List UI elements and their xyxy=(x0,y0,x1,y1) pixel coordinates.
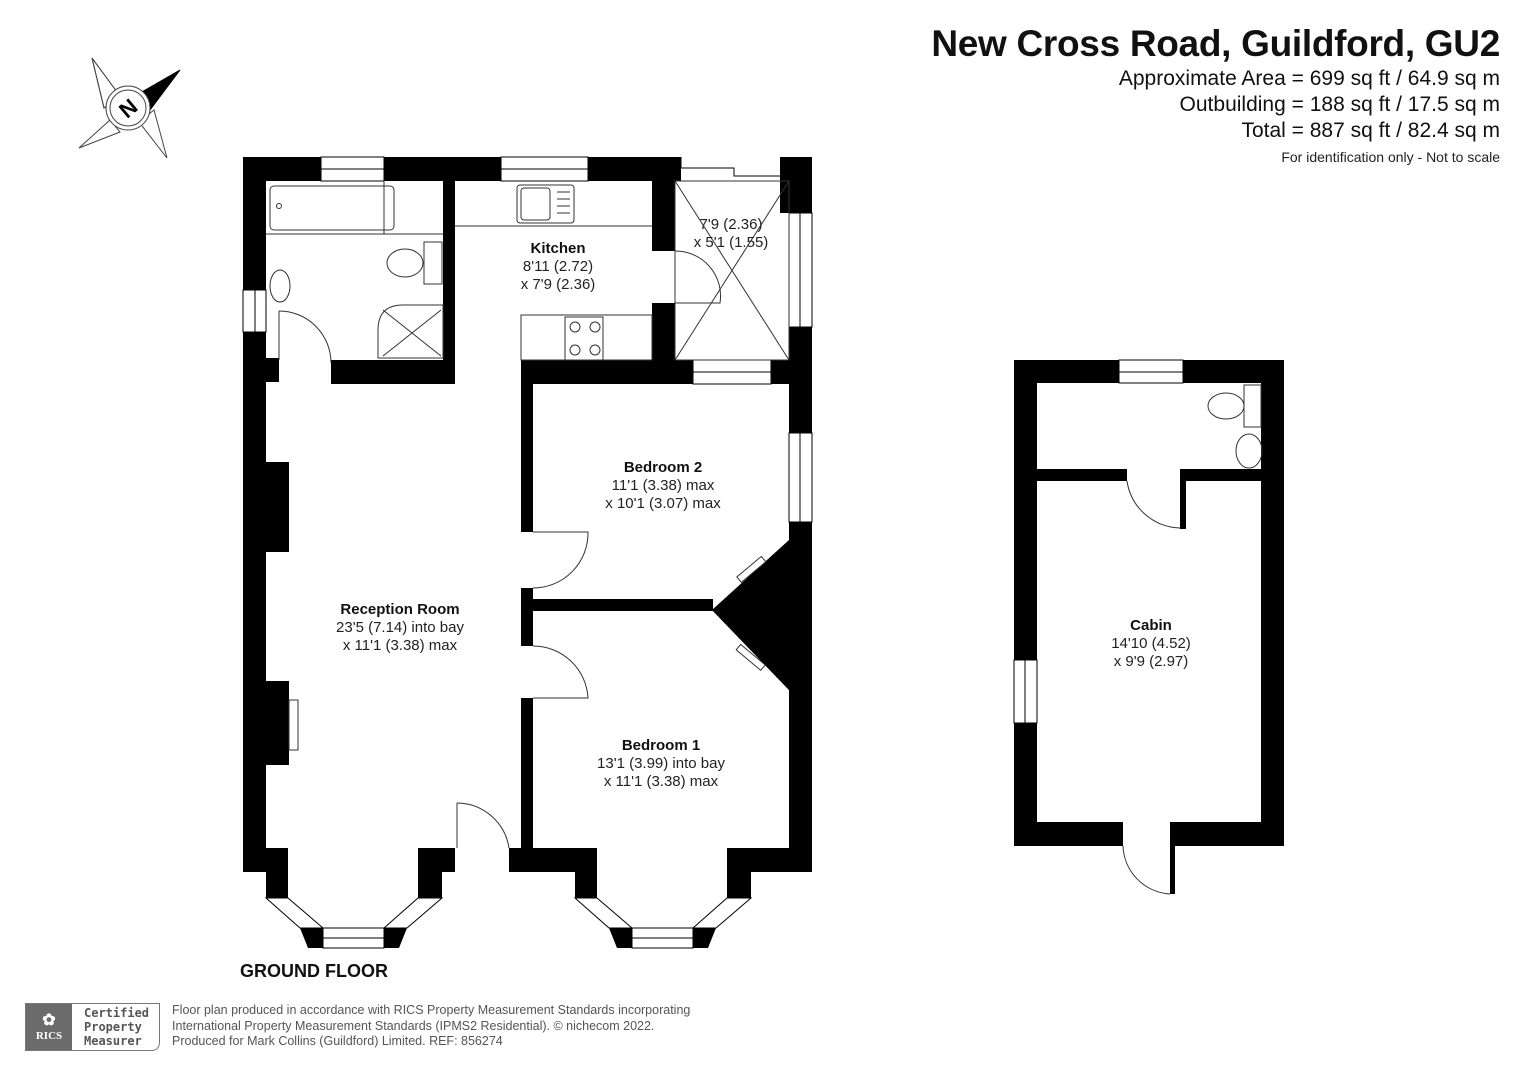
property-title: New Cross Road, Guildford, GU2 xyxy=(931,23,1500,64)
footer-notes: Floor plan produced in accordance with R… xyxy=(172,1003,690,1050)
rics-certified-badge: ✿ RICS Certified Property Measurer xyxy=(25,1003,161,1051)
footer-line: Floor plan produced in accordance with R… xyxy=(172,1003,691,1017)
floor-label-ground: GROUND FLOOR xyxy=(240,961,388,981)
footer-line: Produced for Mark Collins (Guildford) Li… xyxy=(172,1034,503,1048)
room-dim-1: 7'9 (2.36) xyxy=(699,216,763,233)
rics-logo-text: RICS xyxy=(35,1030,63,1042)
approximate-area: Approximate Area = 699 sq ft / 64.9 sq m xyxy=(1118,67,1500,90)
room-dim-1: 13'1 (3.99) into bay xyxy=(597,755,725,772)
room-dim-1: 14'10 (4.52) xyxy=(1111,635,1191,652)
room-name: Reception Room xyxy=(340,601,460,618)
rics-logo-icon: ✿ RICS xyxy=(26,1004,72,1050)
room-dim-2: x 10'1 (3.07) max xyxy=(605,495,721,512)
room-bedroom-2: Bedroom 2 11'1 (3.38) max x 10'1 (3.07) … xyxy=(605,459,720,513)
hob-icon xyxy=(564,316,604,361)
room-dim-2: x 7'9 (2.36) xyxy=(520,276,596,293)
room-dim-2: x 11'1 (3.38) max xyxy=(342,637,458,654)
toilet-icon xyxy=(1243,384,1262,428)
room-dim-1: 23'5 (7.14) into bay xyxy=(336,619,464,636)
cabin-windows xyxy=(1013,359,1184,724)
room-reception: Reception Room 23'5 (7.14) into bay x 11… xyxy=(336,601,464,655)
room-dim-1: 11'1 (3.38) max xyxy=(611,477,715,494)
room-name: Kitchen xyxy=(530,240,586,257)
basin-icon xyxy=(1235,433,1263,469)
footer-line: International Property Measurement Stand… xyxy=(172,1018,655,1033)
room-kitchen: Kitchen 8'11 (2.72) x 7'9 (2.36) xyxy=(521,240,596,294)
room-name: Cabin xyxy=(1130,617,1172,634)
main-house-windows xyxy=(242,156,813,949)
room-name: Bedroom 2 xyxy=(623,459,703,476)
fixtures xyxy=(266,180,790,849)
room-bedroom-1: Bedroom 1 13'1 (3.99) into bay x 11'1 (3… xyxy=(597,737,725,791)
plan-header: New Cross Road, Guildford, GU2 Approxima… xyxy=(931,22,1500,168)
badge-line: Measurer xyxy=(84,1034,142,1048)
cabin-walls xyxy=(1014,360,1284,894)
kitchen-sink-icon xyxy=(516,184,575,224)
bathtub-icon xyxy=(269,185,395,231)
certified-measurer-text: Certified Property Measurer xyxy=(72,1004,159,1050)
outbuilding-area: Outbuilding = 188 sq ft / 17.5 sq m xyxy=(1179,93,1500,116)
room-name: Bedroom 1 xyxy=(621,737,701,754)
room-dim-2: x 5'1 (1.55) xyxy=(693,234,769,251)
scale-disclaimer: For identification only - Not to scale xyxy=(1281,149,1500,165)
cabin-fixtures xyxy=(1122,384,1263,895)
basin-icon xyxy=(269,269,291,303)
room-cabin: Cabin 14'10 (4.52) x 9'9 (2.97) xyxy=(1111,617,1191,671)
room-dim-2: x 9'9 (2.97) xyxy=(1113,653,1189,670)
main-house-walls xyxy=(243,157,812,948)
total-area: Total = 887 sq ft / 82.4 sq m xyxy=(1241,119,1500,142)
toilet-icon xyxy=(423,241,443,285)
shower-icon xyxy=(377,304,444,359)
badge-line: Certified xyxy=(84,1006,150,1020)
room-store: 7'9 (2.36) x 5'1 (1.55) xyxy=(694,216,769,252)
north-compass-icon: N xyxy=(78,57,181,159)
room-dim-1: 8'11 (2.72) xyxy=(522,258,594,275)
room-dim-2: x 11'1 (3.38) max xyxy=(603,773,719,790)
footer: ✿ RICS Certified Property Measurer Floor… xyxy=(25,1003,690,1051)
badge-line: Property xyxy=(84,1020,142,1034)
